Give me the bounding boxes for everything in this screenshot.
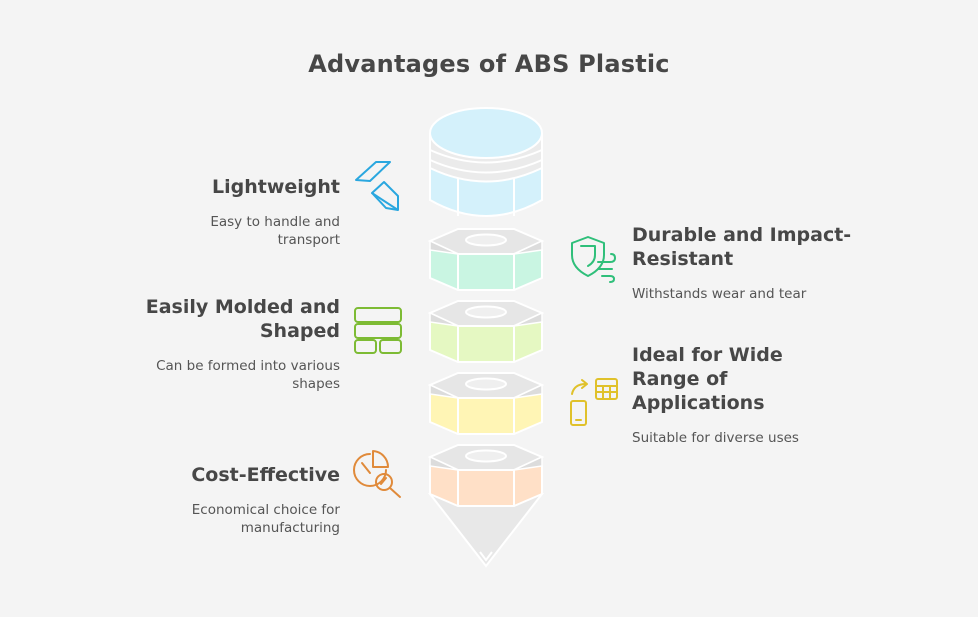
item-heading: Ideal for Wide Range of Applications xyxy=(632,344,783,414)
shapes-icon xyxy=(355,161,399,211)
pie-chart-search-icon xyxy=(353,450,401,498)
item-description: Easy to handle and transport xyxy=(210,214,340,248)
item-heading: Easily Molded and Shaped xyxy=(145,296,340,342)
item-heading: Durable and Impact-Resistant xyxy=(632,224,852,270)
item-description: Withstands wear and tear xyxy=(632,286,807,302)
segment-molded xyxy=(427,300,545,363)
item-lightweight: Lightweight Easy to handle and transport xyxy=(90,175,340,249)
item-durable: Durable and Impact-Resistant Withstands … xyxy=(632,223,852,303)
item-description: Suitable for diverse uses xyxy=(632,430,799,446)
item-heading: Cost-Effective xyxy=(191,464,340,486)
segment-durable xyxy=(427,228,545,291)
devices-switch-icon xyxy=(570,378,618,426)
shield-wind-icon xyxy=(571,236,616,283)
item-description: Economical choice for manufacturing xyxy=(191,502,340,536)
segment-lightweight xyxy=(429,107,543,217)
item-applications: Ideal for Wide Range of Applications Sui… xyxy=(632,343,822,447)
segment-applications xyxy=(427,372,545,435)
item-description: Can be formed into various shapes xyxy=(156,358,340,392)
item-molded: Easily Molded and Shaped Can be formed i… xyxy=(110,295,340,393)
layout-grid-icon xyxy=(354,307,402,354)
diagram-title: Advantages of ABS Plastic xyxy=(308,50,670,78)
item-heading: Lightweight xyxy=(212,176,340,198)
segment-cost xyxy=(427,444,545,568)
item-cost: Cost-Effective Economical choice for man… xyxy=(120,463,340,537)
